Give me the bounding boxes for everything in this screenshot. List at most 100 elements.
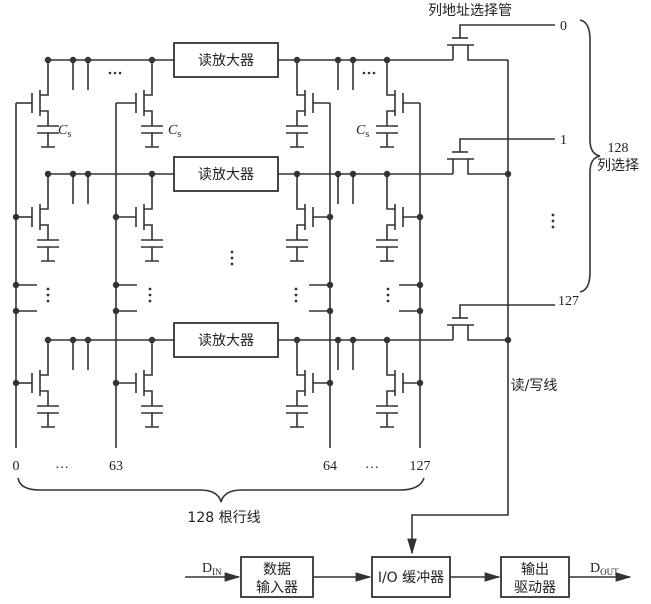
output-driver-line2: 驱动器	[514, 580, 556, 596]
ground	[145, 247, 159, 262]
capacitor	[141, 405, 163, 414]
capacitor	[286, 125, 308, 134]
junction-dot	[293, 336, 301, 344]
sense-amp-2: 读放大器	[173, 156, 279, 192]
memory-cell	[286, 170, 334, 262]
junction-dot	[44, 336, 52, 344]
io-buffer-box: I/O 缓冲器	[371, 556, 451, 598]
row-brace	[17, 477, 425, 503]
junction-dot	[148, 56, 156, 64]
memory-cell	[12, 336, 59, 428]
vertical-ellipsis	[551, 213, 555, 229]
sense-amp-1: 读放大器	[173, 42, 279, 78]
column-select-transistor	[447, 304, 555, 344]
junction-dot	[148, 336, 156, 344]
junction-dot	[44, 170, 52, 178]
ground	[380, 133, 394, 148]
junction-dot	[383, 56, 391, 64]
memory-cell	[376, 56, 420, 148]
row-ellipsis: …	[365, 457, 379, 472]
row-number-64: 64	[323, 459, 337, 474]
sense-amp-label: 读放大器	[198, 332, 254, 349]
column-select-127-label: 127	[558, 294, 579, 309]
row-number-63: 63	[109, 459, 123, 474]
ground	[380, 247, 394, 262]
capacitor	[141, 125, 163, 134]
junction-dot	[416, 379, 424, 387]
row-ellipsis: …	[55, 457, 69, 472]
capacitor	[286, 239, 308, 248]
ground	[145, 413, 159, 428]
column-select-transistor	[447, 24, 555, 61]
data-input-line2: 输入器	[256, 580, 298, 596]
output-driver-line1: 输出	[521, 562, 549, 578]
din-label: DIN	[202, 561, 222, 577]
column-select-transistor	[447, 138, 555, 178]
output-driver-box: 输出 驱动器	[500, 556, 570, 598]
capacitor	[376, 405, 398, 414]
data-input-box: 数据 输入器	[240, 556, 314, 598]
memory-cell	[16, 56, 59, 148]
sense-amp-3: 读放大器	[173, 322, 279, 358]
junction-dot	[383, 336, 391, 344]
memory-cell	[112, 336, 163, 428]
ground	[145, 133, 159, 148]
capacitor	[286, 405, 308, 414]
memory-cell	[376, 336, 424, 428]
ground	[290, 413, 304, 428]
capacitor	[376, 239, 398, 248]
junction-dot	[44, 56, 52, 64]
capacitor	[141, 239, 163, 248]
capacitor	[37, 405, 59, 414]
capacitor	[37, 125, 59, 134]
memory-cell	[286, 336, 334, 428]
capacitor	[37, 239, 59, 248]
column-select-label: 列选择	[597, 158, 639, 174]
junction-dot	[148, 170, 156, 178]
junction-dot	[12, 379, 20, 387]
capacitor-cs-label: Cs	[356, 123, 369, 140]
ground	[41, 133, 55, 148]
column-select-brace	[579, 19, 601, 293]
ground	[290, 247, 304, 262]
row-number-127: 127	[410, 459, 431, 474]
junction-dot	[326, 379, 334, 387]
row-brace-label: 128 根行线	[187, 510, 260, 526]
vertical-ellipsis	[230, 250, 234, 266]
column-select-1-label: 1	[560, 133, 567, 148]
junction-dot	[12, 213, 20, 221]
capacitor-cs-label: Cs	[58, 123, 71, 140]
ground	[290, 133, 304, 148]
memory-cell	[12, 170, 59, 262]
capacitor-cs-label: Cs	[168, 123, 181, 140]
bit-line	[48, 336, 453, 370]
junction-dot	[326, 213, 334, 221]
data-input-line1: 数据	[263, 562, 291, 578]
junction-dot	[293, 170, 301, 178]
junction-dot	[383, 170, 391, 178]
io-buffer-label: I/O 缓冲器	[378, 570, 444, 586]
word-line-stubs	[12, 281, 424, 315]
memory-cell	[116, 56, 163, 148]
column-select-0-label: 0	[560, 19, 567, 34]
junction-dot	[293, 56, 301, 64]
ground	[41, 413, 55, 428]
sense-amp-label: 读放大器	[198, 166, 254, 183]
junction-dot	[112, 379, 120, 387]
capacitor	[376, 125, 398, 134]
column-select-tube-label: 列地址选择管	[428, 3, 512, 19]
read-write-line	[407, 60, 509, 555]
memory-cell	[112, 170, 163, 262]
column-select-count: 128	[608, 141, 629, 156]
dout-label: DOUT	[590, 561, 619, 577]
sense-amp-label: 读放大器	[198, 52, 254, 69]
ground	[380, 413, 394, 428]
ground	[41, 247, 55, 262]
junction-dot	[416, 213, 424, 221]
bit-line	[48, 56, 453, 90]
junction-dot	[112, 213, 120, 221]
row-number-0: 0	[13, 459, 20, 474]
read-write-line-label: 读/写线	[511, 377, 558, 394]
